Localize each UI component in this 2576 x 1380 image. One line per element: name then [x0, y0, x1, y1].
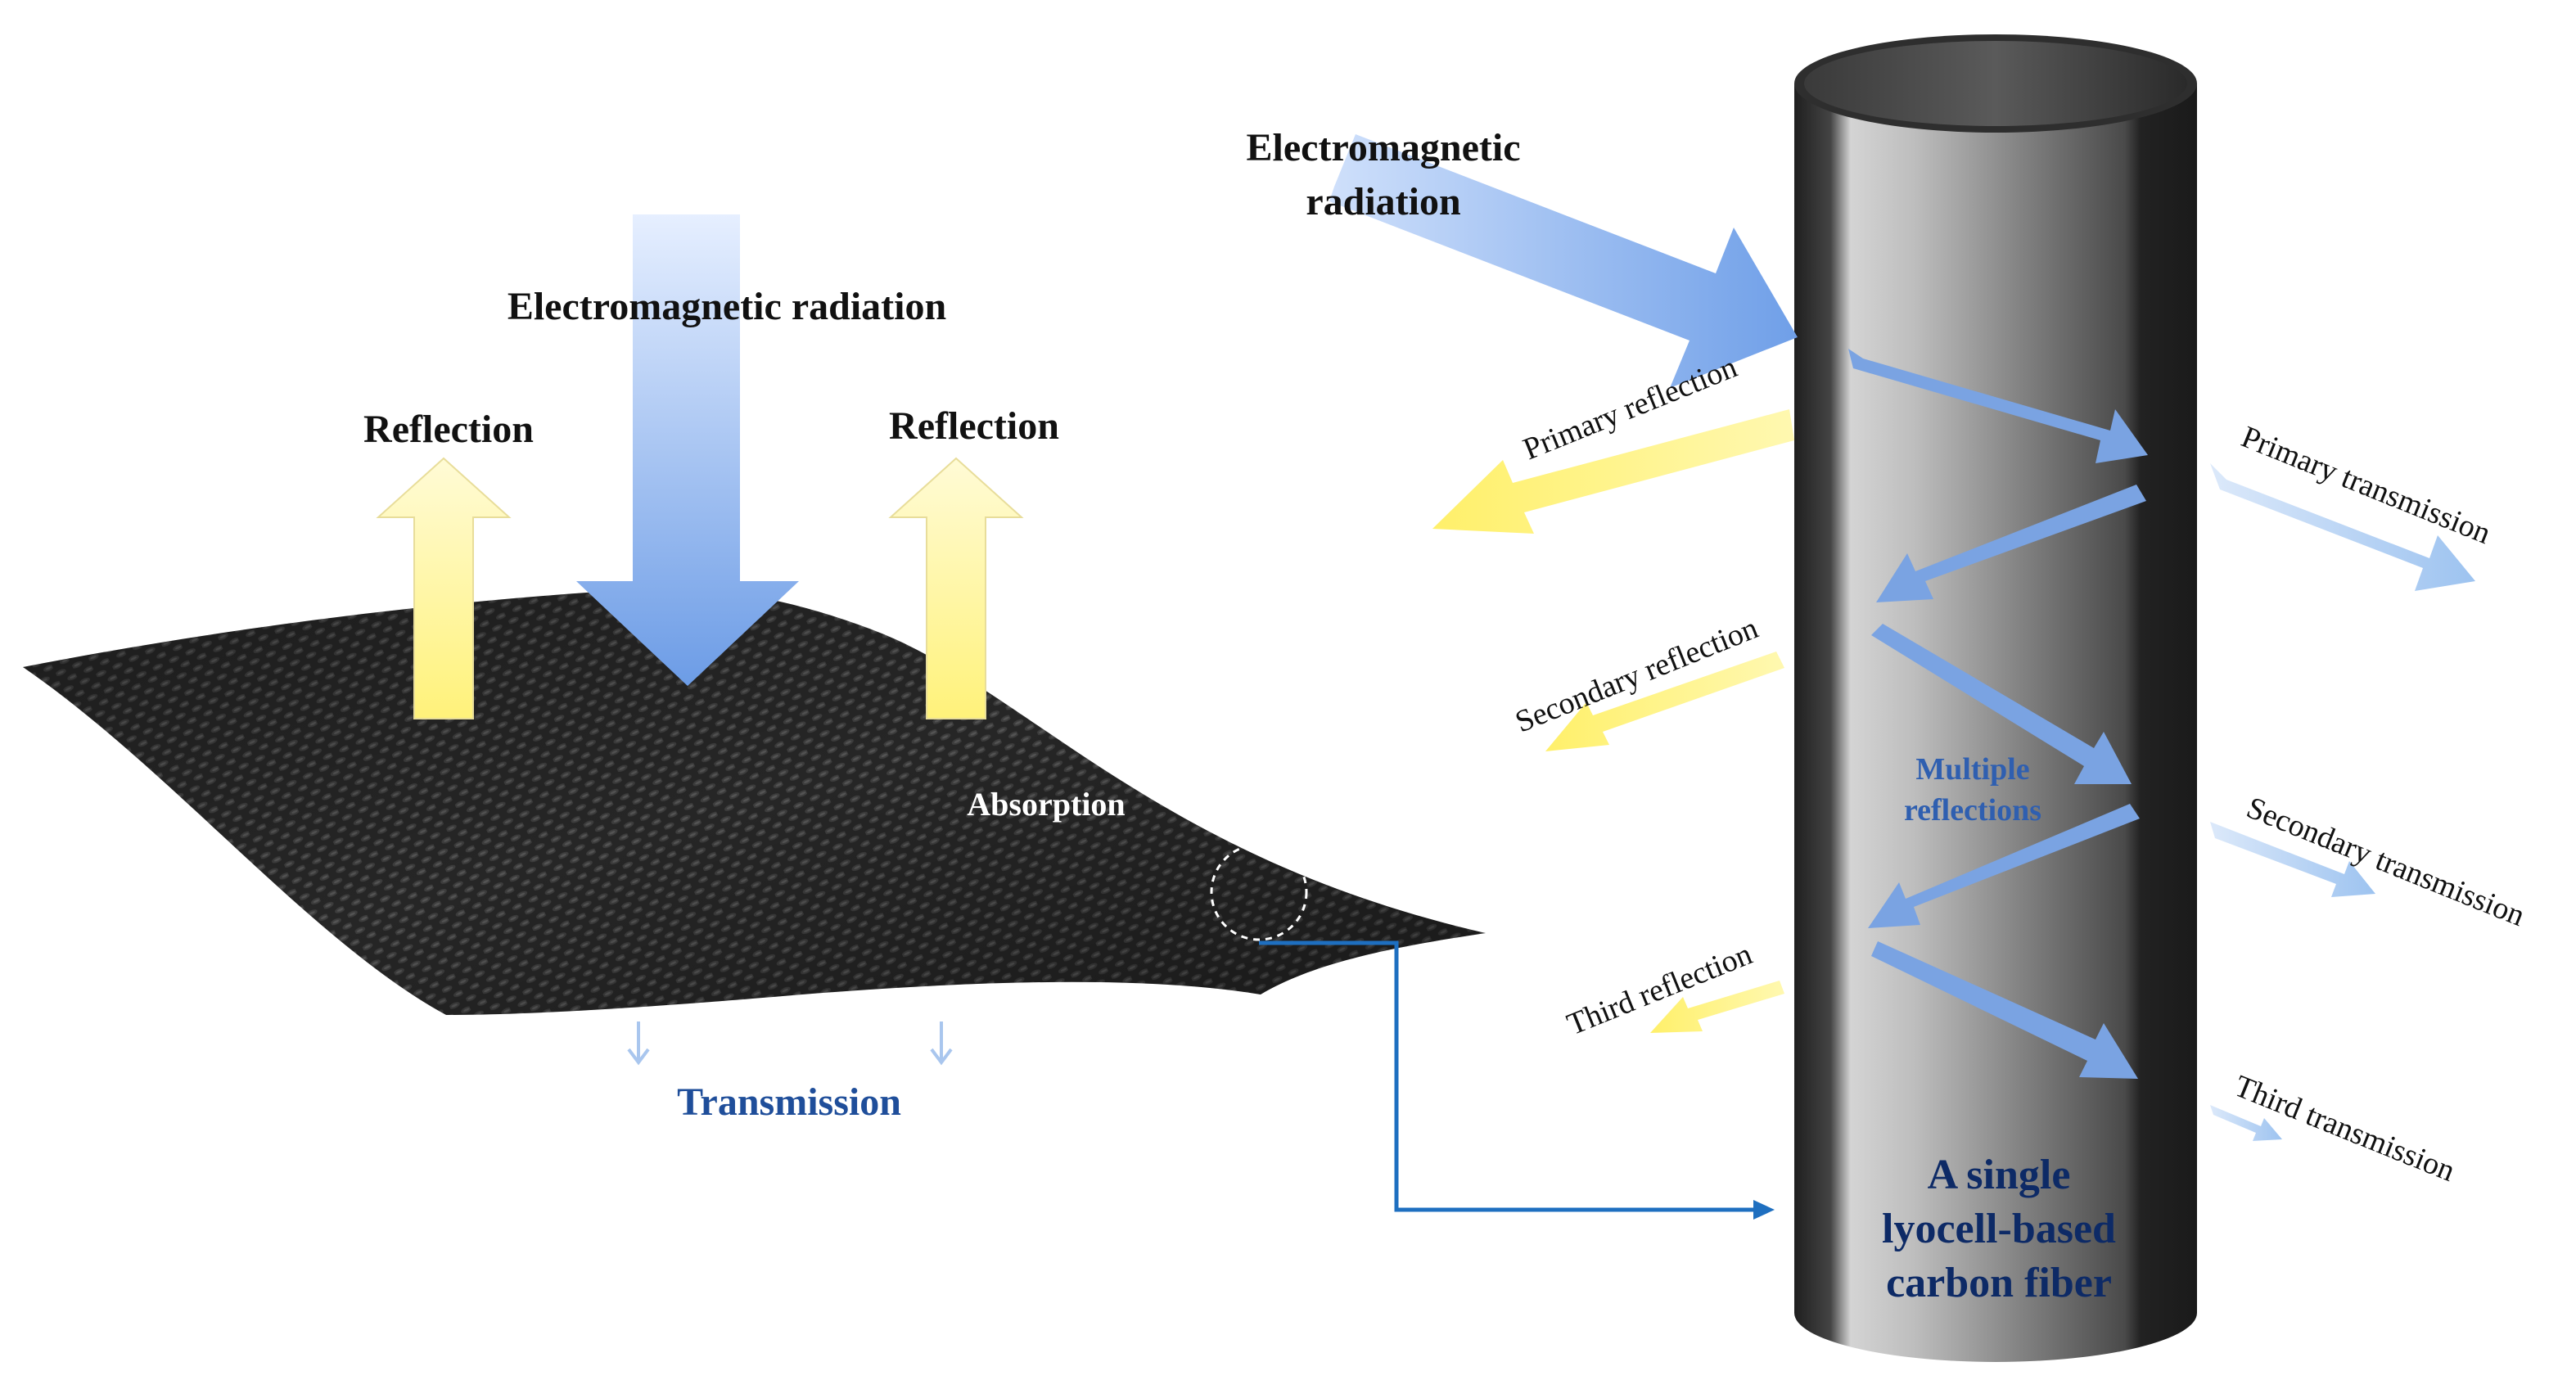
- internal-arrow-3: [1871, 624, 2132, 784]
- absorption-zoom-circle: [1210, 843, 1308, 941]
- reflection-arrow-left: [376, 457, 512, 719]
- multiple-reflections-label-line1: Multiple: [1915, 752, 2029, 787]
- reflection-label-left: Reflection: [363, 408, 534, 451]
- internal-reflection-arrows: [1848, 349, 2148, 1079]
- internal-arrow-1: [1848, 349, 2148, 463]
- connector-arrowhead: [1753, 1200, 1775, 1220]
- secondary-transmission-arrow: [2210, 822, 2375, 897]
- fiber-incident-label-line1: Electromagnetic: [1247, 126, 1521, 169]
- transmission-label: Transmission: [677, 1080, 901, 1124]
- primary-transmission-arrow: [2210, 463, 2475, 591]
- third-reflection-arrow: [1650, 981, 1784, 1033]
- fiber-incident-arrow: [1329, 134, 1798, 388]
- third-transmission-arrow: [2210, 1105, 2282, 1141]
- transmission-arrow-right: [930, 1021, 953, 1066]
- absorption-label: Absorption: [967, 786, 1125, 823]
- reflection-arrow-right: [888, 457, 1024, 719]
- multiple-reflections-label-line2: reflections: [1904, 793, 2041, 828]
- fiber-incident-label-line2: radiation: [1306, 180, 1460, 223]
- reflection-label-right: Reflection: [889, 404, 1059, 448]
- fiber-label-line1: A single: [1928, 1152, 2071, 1198]
- incident-radiation-arrow: [576, 214, 799, 686]
- primary-transmission-label: Primary transmission: [2236, 420, 2495, 551]
- transmission-arrow-left: [627, 1021, 650, 1066]
- fiber-label-line3: carbon fiber: [1886, 1260, 2112, 1306]
- internal-arrow-5: [1871, 941, 2138, 1079]
- fiber-top-face: [1804, 41, 2187, 126]
- internal-arrow-2: [1876, 485, 2146, 602]
- fiber-panel: Electromagnetic radiation Primary reflec…: [1247, 34, 2529, 1362]
- fabric-shading: [23, 588, 1486, 1015]
- internal-arrow-4: [1868, 804, 2140, 928]
- incident-radiation-label: Electromagnetic radiation: [508, 285, 946, 328]
- primary-reflection-arrow: [1432, 409, 1794, 534]
- fiber-label-line2: lyocell-based: [1882, 1206, 2116, 1252]
- zoom-connector-line: [1259, 940, 1760, 1212]
- fabric-panel: Electromagnetic radiation Reflection Ref…: [23, 214, 1486, 1124]
- secondary-reflection-arrow: [1545, 652, 1784, 751]
